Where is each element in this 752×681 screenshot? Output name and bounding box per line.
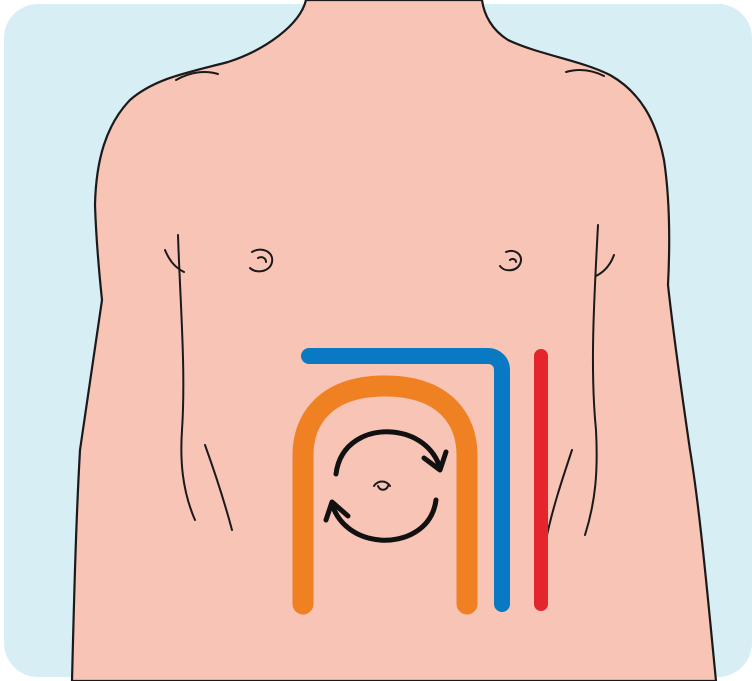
torso-body bbox=[72, 0, 716, 681]
